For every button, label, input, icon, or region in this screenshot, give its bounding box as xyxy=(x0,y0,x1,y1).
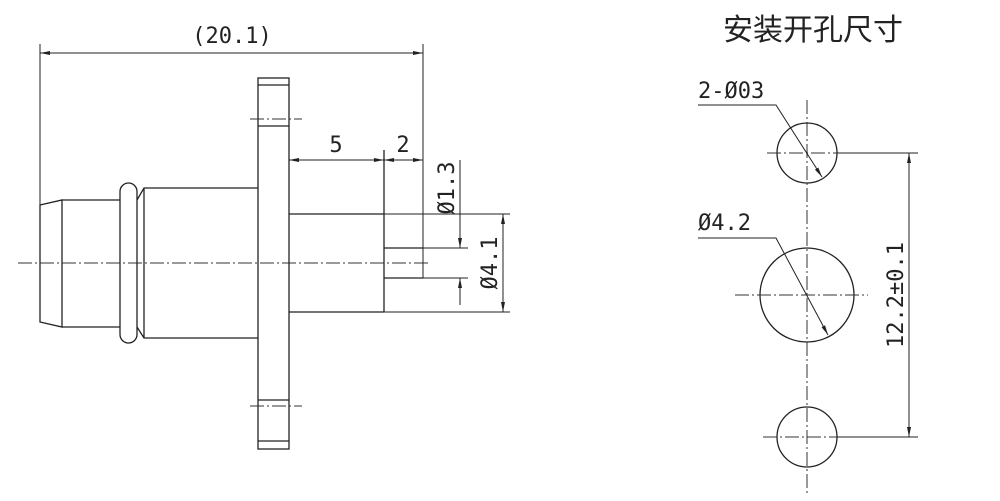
pin-diameter-label: Ø1.3 xyxy=(435,162,460,215)
step-to-end-label: 2 xyxy=(396,133,409,158)
dimensions: (20.1) 5 2 Ø1.3 Ø4.1 xyxy=(39,24,510,313)
overall-length-label: (20.1) xyxy=(192,24,271,49)
o-ring xyxy=(119,182,138,344)
flange-to-step-label: 5 xyxy=(329,133,342,158)
small-holes-label: 2-Ø03 xyxy=(698,79,764,104)
pin xyxy=(384,247,423,279)
shank xyxy=(289,150,385,313)
hole-spacing-label: 12.2±0.1 xyxy=(884,242,909,348)
cutout-title: 安装开孔尺寸 xyxy=(723,13,903,48)
mounting-cutout-view: 安装开孔尺寸 12.2±0.1 2-Ø03 Ø4.2 xyxy=(698,13,918,495)
connector-body xyxy=(39,77,423,450)
flange xyxy=(257,77,290,450)
center-hole-label: Ø4.2 xyxy=(698,211,751,236)
shank-diameter-label: Ø4.1 xyxy=(478,237,503,290)
connector-side-view: (20.1) 5 2 Ø1.3 Ø4.1 xyxy=(18,24,510,450)
